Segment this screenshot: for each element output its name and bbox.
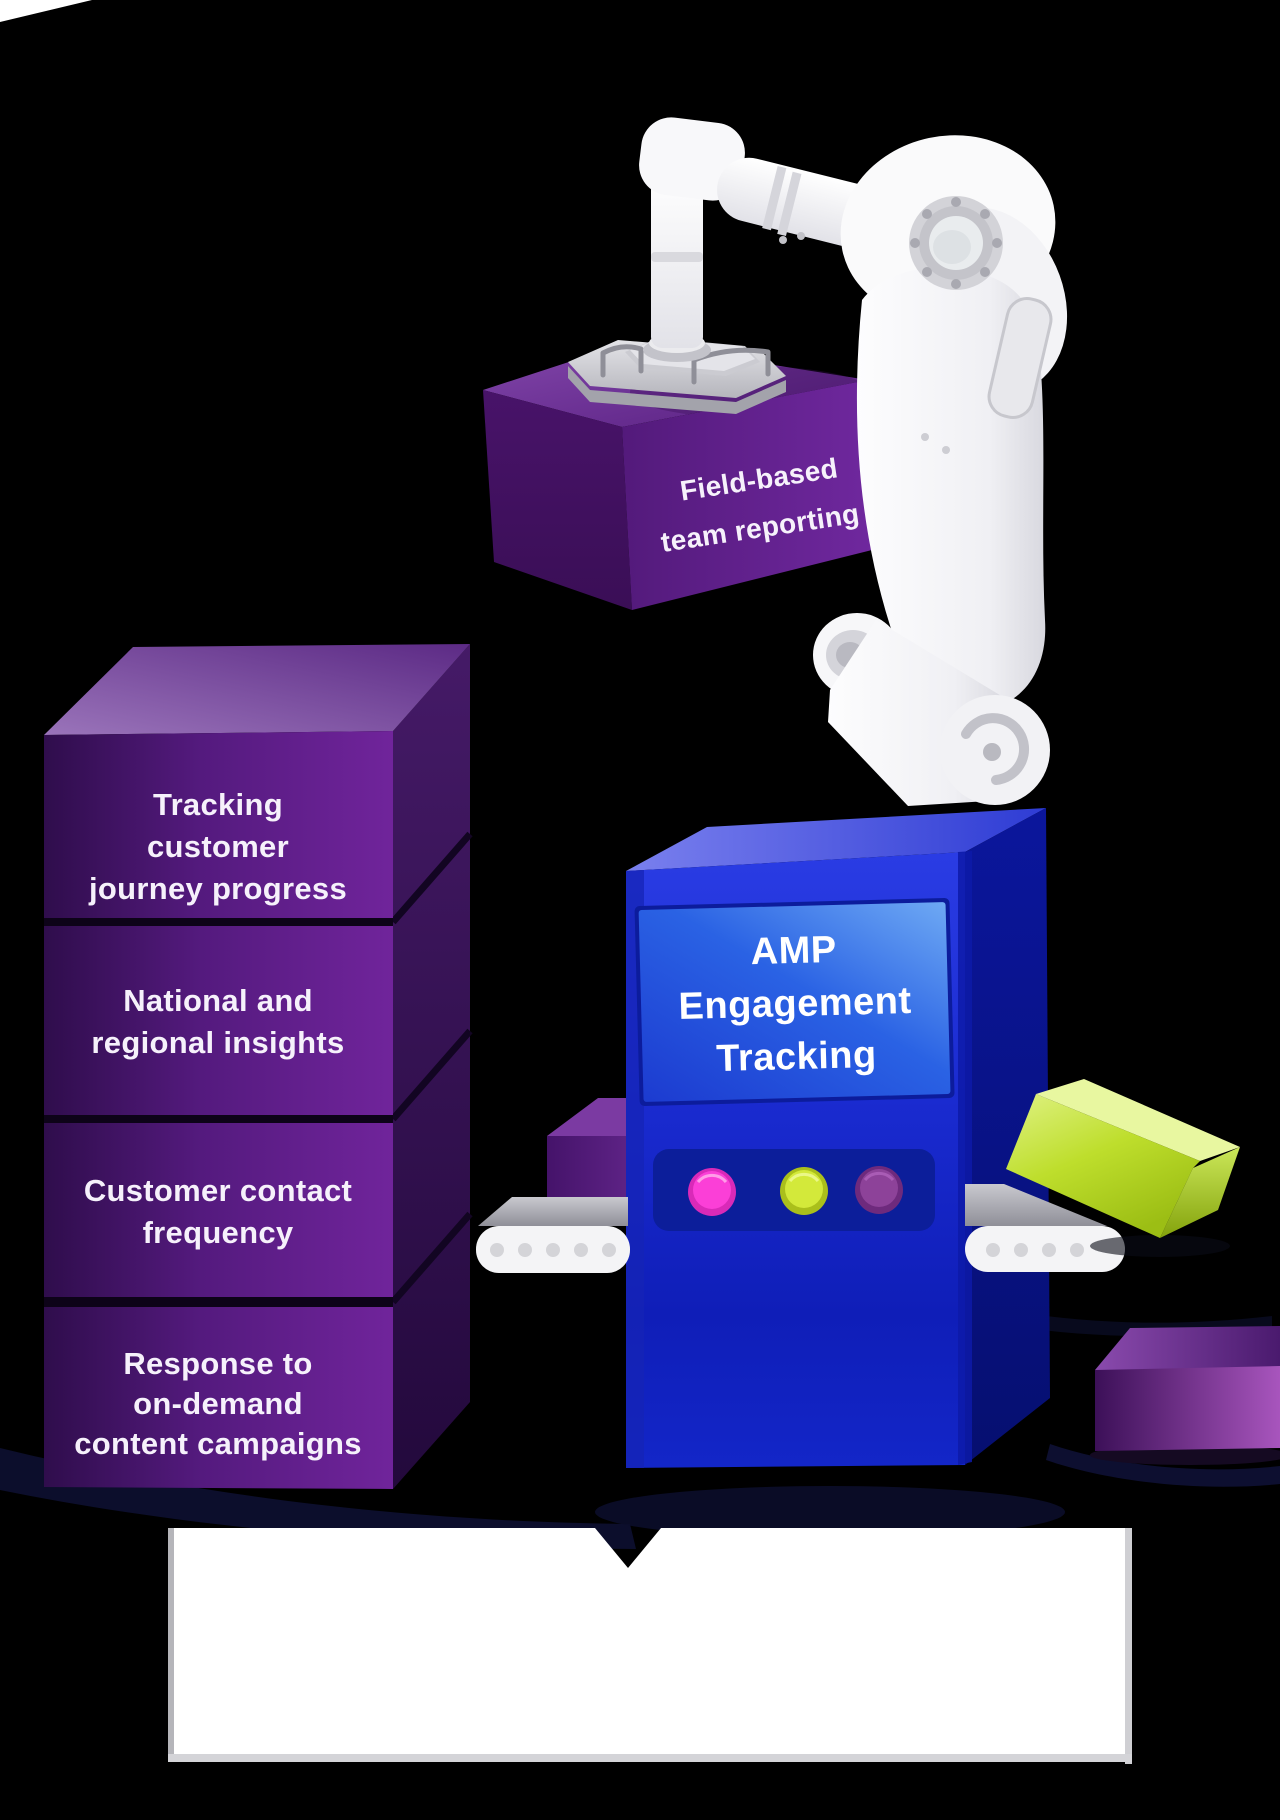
tube-ring-1 bbox=[762, 165, 787, 231]
stack-box-2-line-2: regional insights bbox=[91, 1025, 344, 1060]
screen-line-1: AMP bbox=[750, 929, 837, 973]
stack-side-gap-3 bbox=[390, 1211, 473, 1305]
stack-box-1-label: Tracking customer journey progress bbox=[88, 787, 347, 906]
stack-box-4-line-2: on-demand bbox=[133, 1386, 303, 1421]
lime-box-end-face bbox=[1160, 1147, 1240, 1238]
shadow-under-machine bbox=[595, 1486, 1065, 1538]
magenta-light-icon bbox=[693, 1171, 731, 1209]
stack-box-1-line-3: journey progress bbox=[88, 871, 347, 906]
wrist-ring bbox=[651, 252, 703, 262]
lights-panel bbox=[653, 1149, 935, 1231]
conveyor-right bbox=[965, 1184, 1125, 1272]
stack-box-4-line-3: content campaigns bbox=[74, 1426, 362, 1461]
arm-bolt-2 bbox=[942, 446, 950, 454]
lime-light-icon bbox=[785, 1170, 823, 1208]
arm-bolt-1 bbox=[921, 433, 929, 441]
stack-gap-1 bbox=[44, 918, 393, 926]
indicator-light-lime bbox=[780, 1167, 828, 1215]
lime-box-top-face bbox=[1036, 1079, 1240, 1161]
lime-box-main-face bbox=[1006, 1094, 1200, 1238]
corner-white-sliver bbox=[0, 0, 92, 22]
screen-panel bbox=[638, 902, 951, 1102]
machine-top-face bbox=[626, 808, 1046, 871]
wrist-elbow bbox=[639, 117, 745, 201]
callout-border-left bbox=[168, 1528, 174, 1760]
stack-gap-2 bbox=[44, 1115, 393, 1123]
lime-box bbox=[1006, 1079, 1240, 1257]
bearing-inner-shade bbox=[933, 230, 971, 264]
robot-arm bbox=[568, 117, 1068, 806]
stack-side-face bbox=[393, 644, 470, 1489]
screen-line-2: Engagement bbox=[678, 980, 912, 1028]
stack-boxes: Tracking customer journey progress Natio… bbox=[44, 644, 473, 1489]
tube-bolt-1 bbox=[779, 236, 787, 244]
conveyor-right-top bbox=[965, 1184, 1107, 1226]
stack-side-gap-1 bbox=[390, 831, 473, 925]
shadow-under-purple-box bbox=[1046, 1444, 1280, 1487]
stack-gap-3 bbox=[44, 1297, 393, 1307]
indicator-light-magenta bbox=[688, 1168, 736, 1216]
callout-border-right bbox=[1125, 1528, 1132, 1764]
callout-border-bottom bbox=[168, 1754, 1132, 1762]
upper-arm-slot bbox=[987, 297, 1053, 419]
stack-box-4-label: Response to on-demand content campaigns bbox=[74, 1346, 362, 1461]
effector-handle-left bbox=[600, 344, 644, 378]
callout-box bbox=[168, 1528, 1132, 1764]
purple-behind-top bbox=[547, 1098, 630, 1136]
lower-joint-groove bbox=[961, 713, 1030, 785]
stack-box-4-line-1: Response to bbox=[123, 1346, 312, 1381]
field-based-box: Field-based team reporting bbox=[483, 342, 880, 610]
lower-joint-hub bbox=[983, 743, 1001, 761]
shadow-under-stack bbox=[0, 1448, 636, 1549]
magenta-light-glint bbox=[696, 1173, 728, 1184]
stack-box-3-line-1: Customer contact bbox=[84, 1173, 352, 1208]
callout-panel bbox=[174, 1528, 1125, 1754]
conveyor-left-top bbox=[478, 1197, 628, 1226]
field-box-front-face bbox=[622, 380, 880, 610]
lime-light-glint bbox=[788, 1172, 820, 1183]
amp-machine: AMP Engagement Tracking bbox=[626, 808, 1050, 1468]
stack-box-1-line-1: Tracking bbox=[153, 787, 283, 822]
effector-plate-side bbox=[568, 366, 786, 414]
stack-box-2-line-1: National and bbox=[123, 983, 313, 1018]
indicator-light-purple bbox=[855, 1166, 903, 1214]
purple-br-top bbox=[1095, 1326, 1280, 1370]
stack-top-face bbox=[44, 644, 470, 735]
machine-screen: AMP Engagement Tracking bbox=[634, 898, 955, 1106]
stack-side-gap-2 bbox=[390, 1028, 473, 1122]
stack-box-3-line-2: frequency bbox=[143, 1215, 294, 1250]
machine-right-edge bbox=[958, 851, 972, 1465]
stack-box-1-line-2: customer bbox=[147, 829, 289, 864]
machine-side-face bbox=[965, 808, 1050, 1465]
conveyor-left bbox=[476, 1197, 630, 1273]
tube-ring-2 bbox=[777, 171, 802, 237]
shoulder-bearing bbox=[909, 196, 1003, 290]
purple-light-glint bbox=[863, 1171, 895, 1182]
purple-box-bottom-right bbox=[1090, 1326, 1280, 1465]
stack-box-3-label: Customer contact frequency bbox=[84, 1173, 352, 1250]
screen-line-3: Tracking bbox=[716, 1034, 877, 1080]
stack-box-2-label: National and regional insights bbox=[91, 983, 344, 1060]
purple-br-front bbox=[1095, 1366, 1280, 1451]
field-box-left-face bbox=[483, 390, 632, 610]
purple-light-icon bbox=[860, 1169, 898, 1207]
tube-bolt-2 bbox=[797, 232, 805, 240]
lime-box-shadow bbox=[1090, 1235, 1230, 1257]
